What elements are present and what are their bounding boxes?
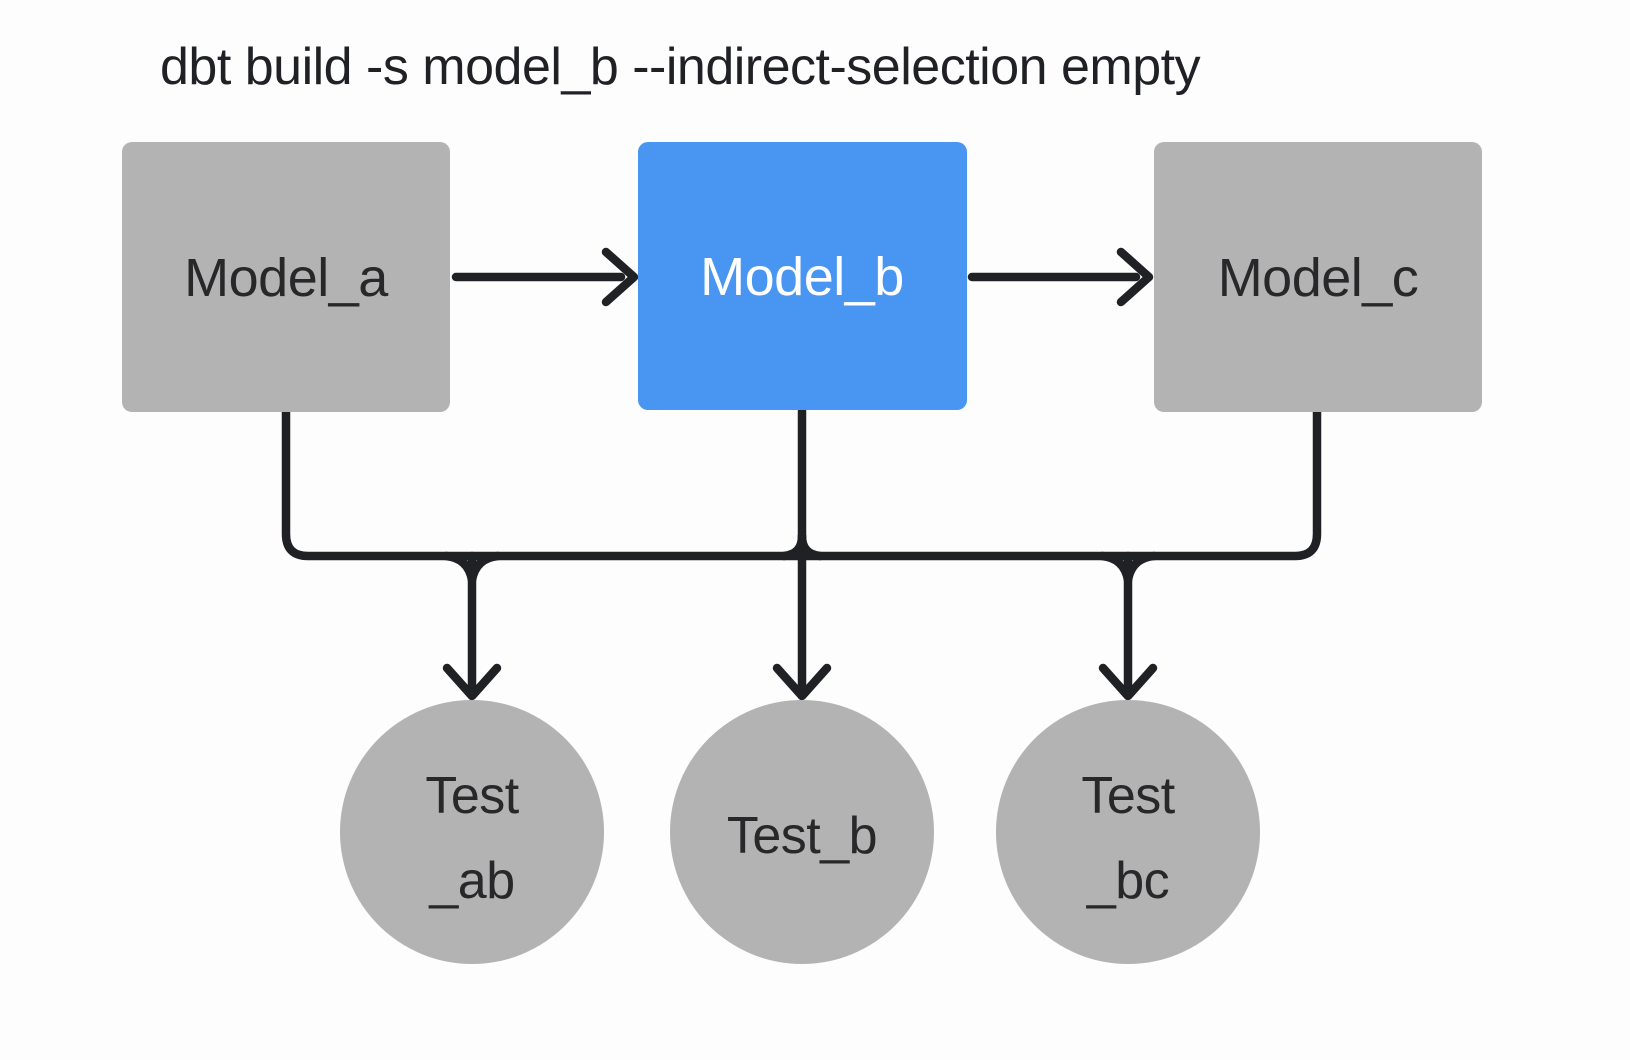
arrowhead-right-icon [601,247,639,307]
node-model-a-box [122,142,450,412]
node-model-c-box [1154,142,1482,412]
junction-fillet [797,531,825,561]
node-test-ab-circle [340,700,604,964]
node-test-bc-label-line2: _bc [1086,852,1169,910]
node-test-bc-circle [996,700,1260,964]
node-model-c: Model_c [1154,142,1482,412]
command-title: dbt build -s model_b --indirect-selectio… [160,38,1201,96]
arrowhead-down-icon [442,663,502,701]
node-test-ab-label-line1: Test [425,767,519,825]
node-test-b-label: Test_b [727,807,877,865]
arrowhead-down-icon [1098,663,1158,701]
junction-fillet [1123,551,1159,585]
node-test-ab: Test _ab [340,700,604,964]
node-test-bc: Test _bc [996,700,1260,964]
node-model-b: Model_b [638,142,967,410]
node-model-b-label: Model_b [700,247,904,307]
edge-model-b-to-model-c [967,247,1154,307]
arrowhead-down-icon [772,663,832,701]
node-test-ab-label-line2: _ab [428,852,514,910]
node-model-b-box [638,142,967,410]
node-model-a: Model_a [122,142,450,412]
junction-fillet [467,551,503,585]
arrowhead-right-icon [1116,247,1154,307]
node-model-a-label: Model_a [184,248,389,308]
edge-model-a-to-model-b [451,247,639,307]
node-model-c-label: Model_c [1218,248,1419,308]
node-test-bc-label-line1: Test [1081,767,1175,825]
node-test-b-circle [670,700,934,964]
node-test-b: Test_b [670,700,934,964]
